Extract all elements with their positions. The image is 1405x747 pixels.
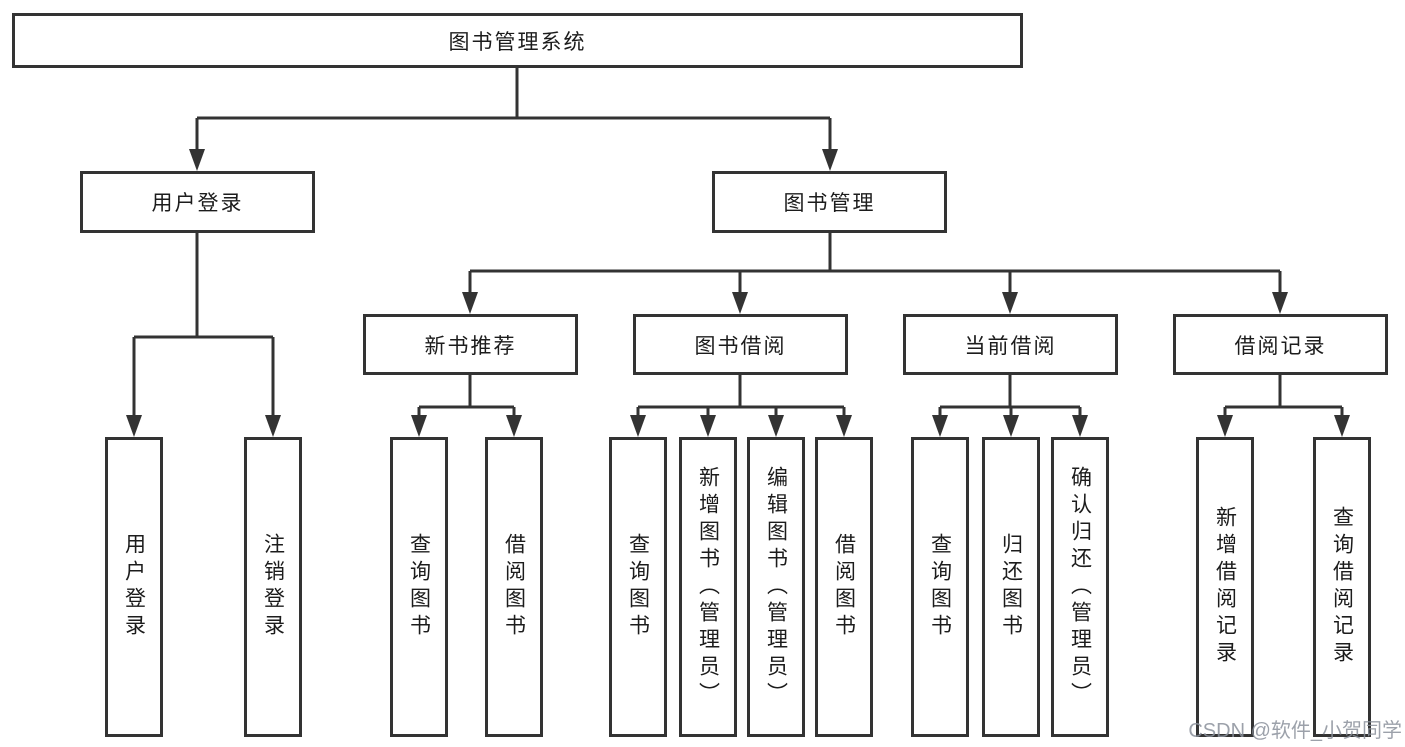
csdn-watermark: CSDN @软件_小贺同学 <box>1188 720 1402 742</box>
node-add-borrow-record: 新增借阅记录 <box>1196 437 1254 737</box>
node-user-login-leaf: 用户登录 <box>105 437 163 737</box>
node-current-borrow: 当前借阅 <box>903 314 1118 375</box>
node-borrow-records: 借阅记录 <box>1173 314 1388 375</box>
node-query-books-newbooks: 查询图书 <box>390 437 448 737</box>
node-add-book-admin: 新增图书（管理员） <box>679 437 737 737</box>
node-confirm-return-admin: 确认归还（管理员） <box>1051 437 1109 737</box>
node-query-borrow-record: 查询借阅记录 <box>1313 437 1371 737</box>
node-user-login: 用户登录 <box>80 171 315 233</box>
node-borrow-books-borrow: 借阅图书 <box>815 437 873 737</box>
node-borrow-books-newbooks: 借阅图书 <box>485 437 543 737</box>
node-logout-leaf: 注销登录 <box>244 437 302 737</box>
node-edit-book-admin: 编辑图书（管理员） <box>747 437 805 737</box>
node-return-book: 归还图书 <box>982 437 1040 737</box>
node-query-books-current: 查询图书 <box>911 437 969 737</box>
node-query-books-borrow: 查询图书 <box>609 437 667 737</box>
node-book-management: 图书管理 <box>712 171 947 233</box>
node-library-management-system: 图书管理系统 <box>12 13 1023 68</box>
node-new-book-recommend: 新书推荐 <box>363 314 578 375</box>
node-book-borrow: 图书借阅 <box>633 314 848 375</box>
